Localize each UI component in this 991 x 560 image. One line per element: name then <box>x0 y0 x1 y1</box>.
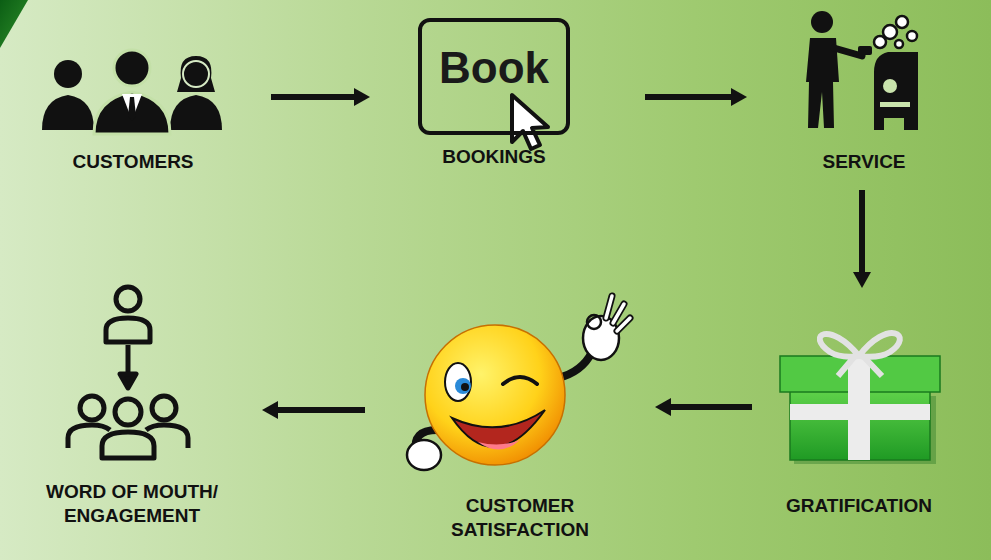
service-icon <box>806 11 918 130</box>
flow-arrow <box>859 190 865 274</box>
spray-puff <box>895 40 903 48</box>
stage-node: GRATIFICATION <box>778 326 940 462</box>
person-body <box>94 92 170 134</box>
booking-button: BookBOOKINGS <box>418 18 570 135</box>
spray-gun <box>858 46 872 55</box>
word-of-mouth-icon <box>68 287 188 458</box>
smiley-tongue <box>478 440 520 450</box>
gift-bow <box>820 334 859 357</box>
spread-arrow-head <box>120 374 136 388</box>
stage-label: WORD OF MOUTH/ ENGAGEMENT <box>7 480 257 528</box>
smiley-mouth <box>452 410 545 447</box>
smiley-icon <box>407 296 630 470</box>
car-headlight <box>883 79 897 93</box>
group-person <box>115 399 141 425</box>
smiley-face <box>425 325 565 465</box>
glove-ok-ring <box>587 315 601 329</box>
group-person <box>102 432 154 458</box>
smiley-eye <box>445 363 471 401</box>
spray-puff <box>896 16 908 28</box>
person-outline <box>106 318 150 342</box>
stage-label: CUSTOMER SATISFACTION <box>395 494 645 542</box>
person-body <box>170 95 222 130</box>
stage-node: CUSTOMER SATISFACTION <box>400 298 640 468</box>
glove-hand <box>407 440 441 470</box>
mouse-cursor <box>512 95 548 149</box>
person-body <box>42 95 94 130</box>
person-hair <box>177 56 215 92</box>
person-outline <box>116 287 140 311</box>
stage-node: CUSTOMERS <box>40 52 226 134</box>
smiley-wink <box>503 377 537 384</box>
gift-icon <box>780 333 940 464</box>
tie <box>128 97 136 121</box>
person-head <box>114 50 150 86</box>
flow-arrow <box>276 407 365 413</box>
shirt-collar <box>122 94 142 120</box>
glove-fingers <box>606 296 630 331</box>
car-grille <box>880 102 910 107</box>
stage-label: CUSTOMERS <box>72 150 193 174</box>
group-person <box>80 396 104 420</box>
smiley-pupil <box>461 383 469 391</box>
corner-accent <box>0 0 28 48</box>
flow-arrow <box>669 404 752 410</box>
stage-label: SERVICE <box>822 150 905 174</box>
person-head <box>183 61 209 87</box>
mechanic-head <box>811 11 833 33</box>
gift-ribbon <box>790 404 930 420</box>
stage-label: GRATIFICATION <box>786 494 932 518</box>
button-text: Book <box>422 22 566 90</box>
person-head <box>54 60 82 88</box>
stage-node: SERVICE <box>802 8 926 132</box>
flow-arrow <box>645 94 733 100</box>
smiley-arm <box>558 352 592 378</box>
car-front <box>874 52 918 130</box>
flow-arrow <box>271 94 356 100</box>
spray-puff <box>883 25 897 39</box>
customers-icon <box>42 50 222 134</box>
gift-bow <box>859 333 900 357</box>
spray-cloud <box>874 16 917 48</box>
mechanic-arm <box>834 48 862 56</box>
group-person <box>152 396 176 420</box>
spray-puff <box>907 31 917 41</box>
gift-bow-tails <box>838 356 882 376</box>
stage-label: BOOKINGS <box>442 145 545 169</box>
stage-node: WORD OF MOUTH/ ENGAGEMENT <box>62 284 202 464</box>
smiley-iris <box>455 378 471 394</box>
glove-fingers <box>606 296 630 331</box>
